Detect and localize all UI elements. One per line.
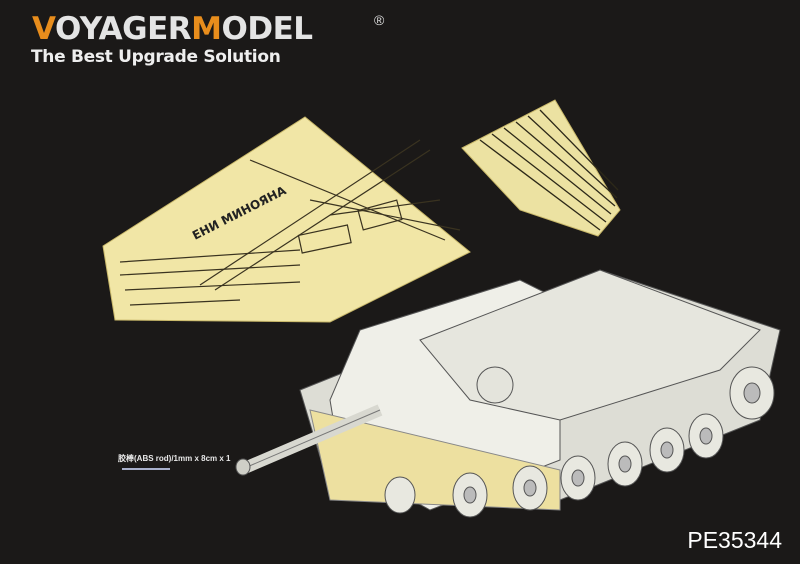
photo-etch-fret-large: ЕНИ МИНОЯНА bbox=[102, 116, 471, 323]
abs-rod bbox=[122, 468, 170, 470]
brand-logo: VOYAGERMODEL bbox=[32, 11, 313, 47]
product-code: PE35344 bbox=[687, 527, 782, 553]
brand-tagline: The Best Upgrade Solution bbox=[31, 47, 281, 67]
registered-mark: ® bbox=[374, 12, 385, 28]
photo-etch-fret-small bbox=[461, 99, 621, 237]
tank-model bbox=[235, 269, 781, 518]
abs-rod-label: 胶棒(ABS rod)/1mm x 8cm x 1 bbox=[118, 454, 231, 463]
